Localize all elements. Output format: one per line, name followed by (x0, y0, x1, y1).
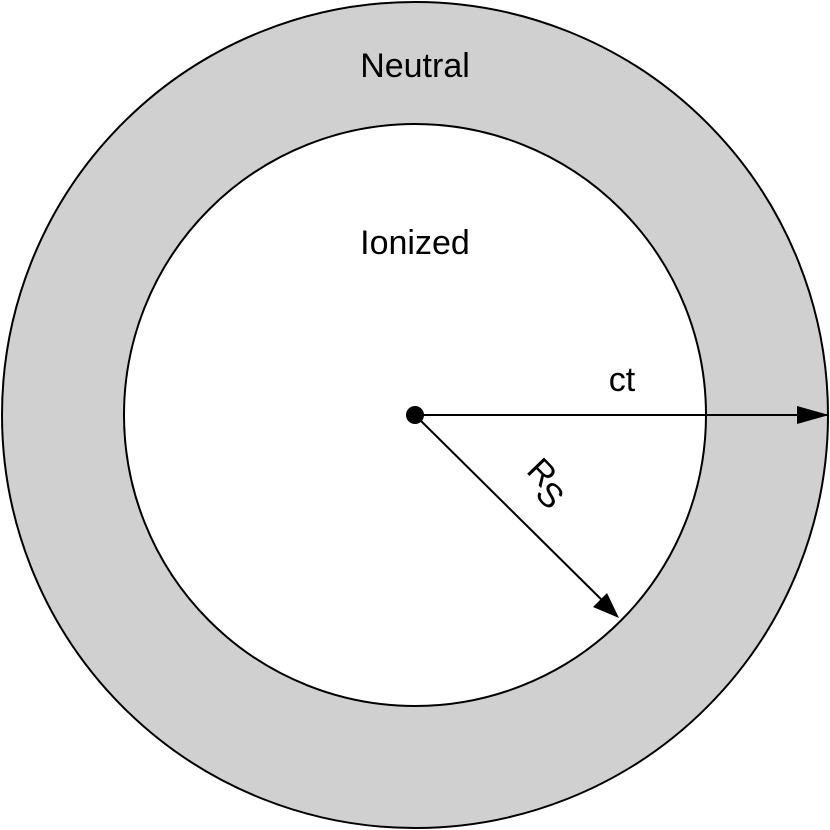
rs-arrowhead (593, 593, 619, 618)
ct-arrowhead (797, 406, 829, 424)
ionized-label: Ionized (360, 224, 470, 262)
rs-arrow (414, 414, 613, 611)
ct-label: ct (609, 361, 636, 399)
neutral-label: Neutral (360, 47, 470, 85)
